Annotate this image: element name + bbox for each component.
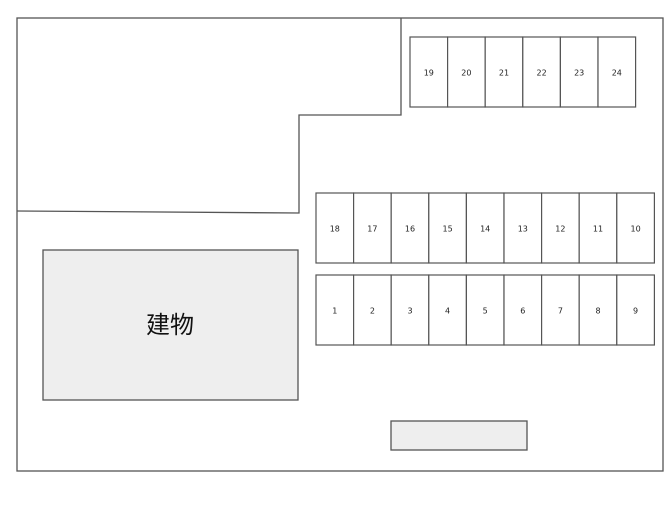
parking-space-number: 2	[370, 307, 375, 316]
parking-space-2	[353, 274, 392, 346]
parking-space-24	[597, 36, 637, 108]
parking-space-number: 10	[631, 225, 641, 234]
parking-space-number: 14	[480, 225, 490, 234]
parking-space-15	[428, 192, 467, 264]
parking-space-22	[522, 36, 561, 108]
parking-space-10	[616, 192, 655, 264]
parking-space-number: 13	[518, 225, 528, 234]
parking-space-7	[540, 274, 580, 346]
parking-space-12	[540, 192, 580, 264]
parking-space-number: 11	[593, 225, 603, 234]
parking-space-1	[315, 274, 355, 346]
parking-space-number: 23	[574, 69, 584, 78]
parking-space-number: 20	[461, 69, 471, 78]
parking-space-number: 16	[405, 225, 415, 234]
lot-boundary	[16, 17, 664, 472]
parking-space-number: 5	[483, 307, 488, 316]
parking-space-number: 24	[612, 69, 622, 78]
adjacent-plot-boundary	[16, 18, 402, 214]
parking-space-number: 1	[332, 307, 337, 316]
parking-space-23	[559, 36, 599, 108]
parking-space-14	[465, 192, 505, 264]
parking-space-4	[428, 274, 467, 346]
parking-space-number: 19	[424, 69, 434, 78]
parking-space-number: 12	[555, 225, 565, 234]
parking-space-number: 6	[520, 307, 525, 316]
parking-space-16	[390, 192, 430, 264]
parking-space-number: 4	[445, 307, 450, 316]
parking-space-number: 21	[499, 69, 509, 78]
parking-space-18	[315, 192, 355, 264]
parking-space-19	[409, 36, 449, 108]
parking-space-number: 18	[330, 225, 340, 234]
parking-space-number: 9	[633, 307, 638, 316]
parking-space-21	[484, 36, 524, 108]
building-label: 建物	[146, 311, 194, 339]
parking-space-13	[503, 192, 543, 264]
parking-space-11	[578, 192, 618, 264]
parking-space-number: 3	[407, 307, 412, 316]
parking-space-5	[465, 274, 505, 346]
small-facility	[390, 420, 528, 451]
parking-space-9	[616, 274, 655, 346]
parking-space-number: 17	[367, 225, 377, 234]
parking-space-number: 7	[558, 307, 563, 316]
parking-space-number: 22	[537, 69, 547, 78]
parking-space-17	[353, 192, 392, 264]
parking-space-6	[503, 274, 543, 346]
parking-space-number: 15	[443, 225, 453, 234]
building	[42, 249, 299, 401]
parking-space-number: 8	[595, 307, 600, 316]
parking-space-3	[390, 274, 430, 346]
